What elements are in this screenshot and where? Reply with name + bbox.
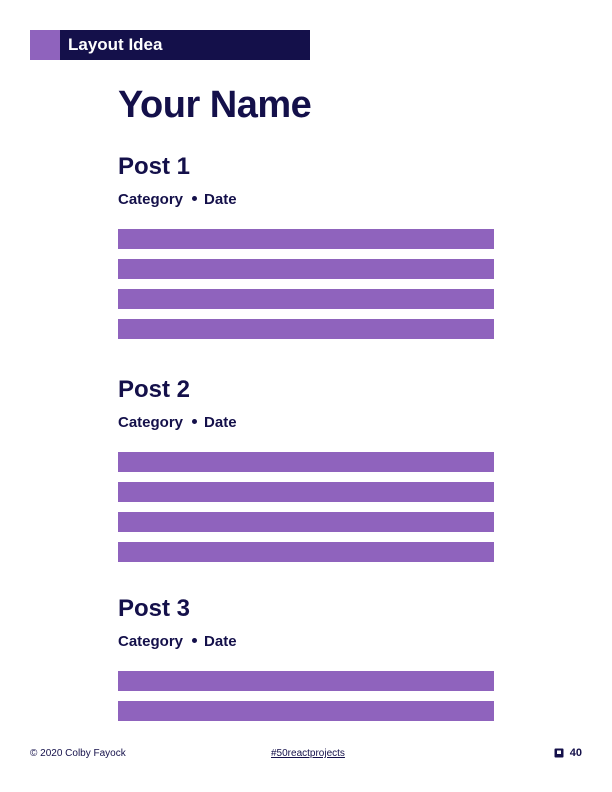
placeholder-line (118, 259, 494, 279)
placeholder-line (118, 671, 494, 691)
post-category: Category (118, 191, 184, 208)
placeholder-line (118, 229, 494, 249)
post-category: Category (118, 633, 184, 650)
post-title: Post 1 (118, 153, 191, 180)
placeholder-line (118, 452, 494, 472)
post-date: Date (204, 191, 237, 208)
post-3: Post 3 Category Date (118, 594, 494, 721)
placeholder-line (118, 289, 494, 309)
post-placeholder-lines (118, 229, 494, 349)
post-meta: Category Date (118, 413, 494, 433)
post-2: Post 2 Category Date (118, 375, 494, 562)
post-placeholder-lines (118, 671, 494, 731)
bullet-separator (192, 196, 198, 202)
post-1: Post 1 Category Date (118, 152, 494, 339)
copyright-text: © 2020 Colby Fayock (30, 748, 126, 759)
page-number-value: 40 (569, 747, 582, 759)
page-number: 40 (554, 747, 582, 759)
bullet-separator (192, 419, 198, 425)
post-meta: Category Date (118, 190, 494, 210)
post-category: Category (118, 414, 184, 431)
hashtag-link[interactable]: #50reactprojects (271, 748, 345, 759)
section-header: Layout Idea (30, 30, 310, 60)
post-date: Date (204, 633, 237, 650)
post-title: Post 3 (118, 595, 191, 622)
section-header-label: Layout Idea (60, 30, 310, 60)
header-accent (30, 30, 60, 60)
post-meta: Category Date (118, 632, 494, 652)
placeholder-line (118, 319, 494, 339)
post-placeholder-lines (118, 452, 494, 572)
placeholder-line (118, 701, 494, 721)
page-title: Your Name (118, 84, 312, 126)
post-title: Post 2 (118, 376, 191, 403)
post-date: Date (204, 414, 237, 431)
placeholder-line (118, 512, 494, 532)
placeholder-line (118, 482, 494, 502)
bullet-separator (192, 638, 198, 644)
book-icon (554, 748, 564, 758)
placeholder-line (118, 542, 494, 562)
